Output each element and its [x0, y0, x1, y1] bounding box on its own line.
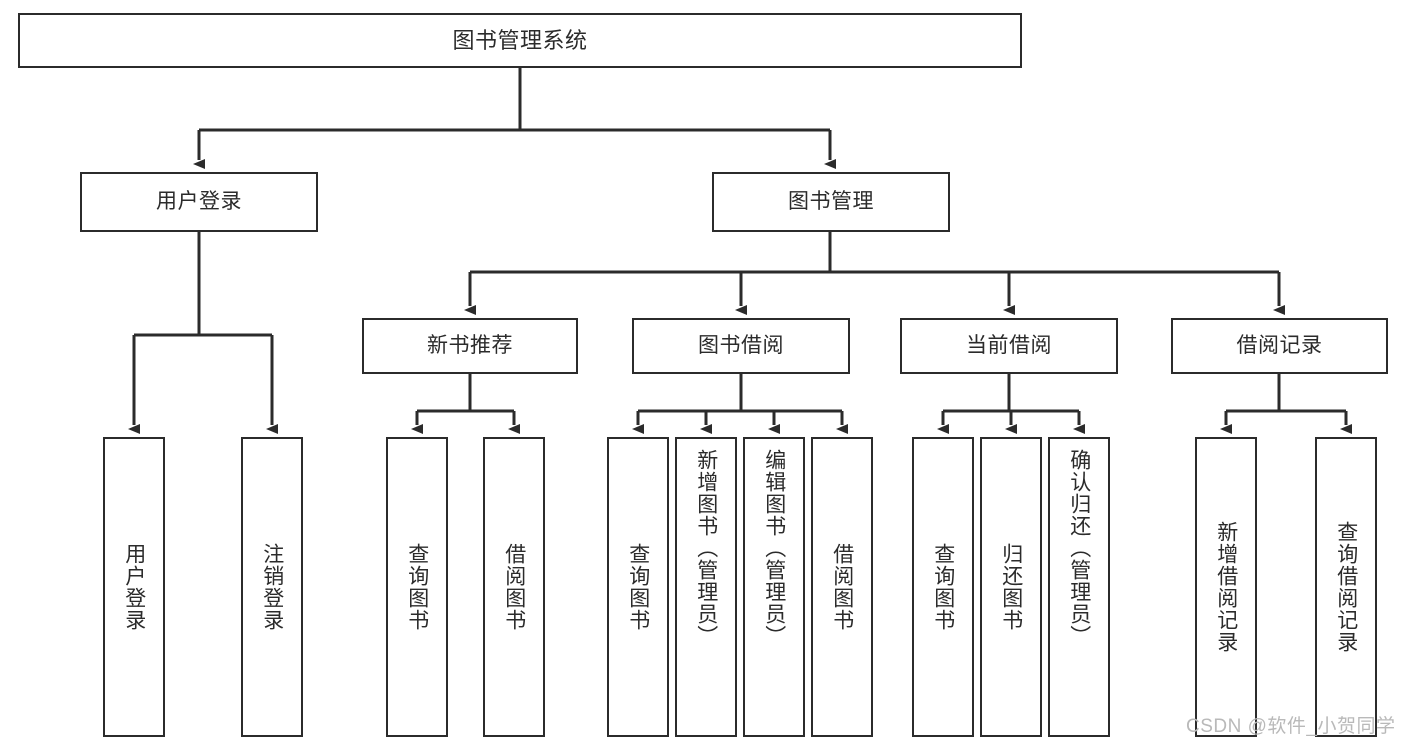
csdn-watermark: CSDN @软件_小贺同学: [1186, 716, 1396, 737]
node-label: 确认归还（管理员）: [1067, 449, 1091, 647]
node-label: 查询图书: [405, 543, 429, 631]
node-label: 借阅图书: [830, 543, 854, 631]
leaf-add-book-admin[interactable]: 新增图书（管理员）: [675, 437, 737, 737]
node-label: 用户登录: [156, 189, 242, 213]
node-borrow-records[interactable]: 借阅记录: [1171, 318, 1388, 374]
node-book-management[interactable]: 图书管理: [712, 172, 950, 232]
node-label: 借阅记录: [1236, 333, 1323, 357]
node-label: 编辑图书（管理员）: [762, 449, 786, 647]
leaf-query-book-borrow[interactable]: 查询图书: [607, 437, 669, 737]
node-label: 新增图书（管理员）: [694, 449, 718, 647]
leaf-confirm-return-admin[interactable]: 确认归还（管理员）: [1048, 437, 1110, 737]
node-label: 新增借阅记录: [1214, 521, 1238, 653]
leaf-user-login[interactable]: 用户登录: [103, 437, 165, 737]
node-label: 注销登录: [260, 543, 284, 631]
node-label: 当前借阅: [966, 333, 1052, 357]
leaf-borrow-book[interactable]: 借阅图书: [811, 437, 873, 737]
node-label: 新书推荐: [427, 333, 513, 357]
node-label: 图书借阅: [698, 333, 784, 357]
leaf-user-logout[interactable]: 注销登录: [241, 437, 303, 737]
node-label: 查询图书: [626, 543, 650, 631]
leaf-borrow-book-new[interactable]: 借阅图书: [483, 437, 545, 737]
leaf-add-borrow-record[interactable]: 新增借阅记录: [1195, 437, 1257, 737]
leaf-query-book-new[interactable]: 查询图书: [386, 437, 448, 737]
leaf-return-book[interactable]: 归还图书: [980, 437, 1042, 737]
node-label: 图书管理系统: [452, 27, 588, 53]
node-root-book-management-system[interactable]: 图书管理系统: [18, 13, 1022, 68]
node-current-borrow[interactable]: 当前借阅: [900, 318, 1118, 374]
node-label: 用户登录: [122, 543, 146, 631]
leaf-query-book-current[interactable]: 查询图书: [912, 437, 974, 737]
node-label: 借阅图书: [502, 543, 526, 631]
node-label: 查询借阅记录: [1334, 521, 1358, 653]
node-user-login[interactable]: 用户登录: [80, 172, 318, 232]
leaf-edit-book-admin[interactable]: 编辑图书（管理员）: [743, 437, 805, 737]
node-label: 图书管理: [788, 189, 874, 213]
node-new-book-recommend[interactable]: 新书推荐: [362, 318, 578, 374]
node-label: 查询图书: [931, 543, 955, 631]
leaf-query-borrow-record[interactable]: 查询借阅记录: [1315, 437, 1377, 737]
node-label: 归还图书: [999, 543, 1023, 631]
node-book-borrow[interactable]: 图书借阅: [632, 318, 850, 374]
